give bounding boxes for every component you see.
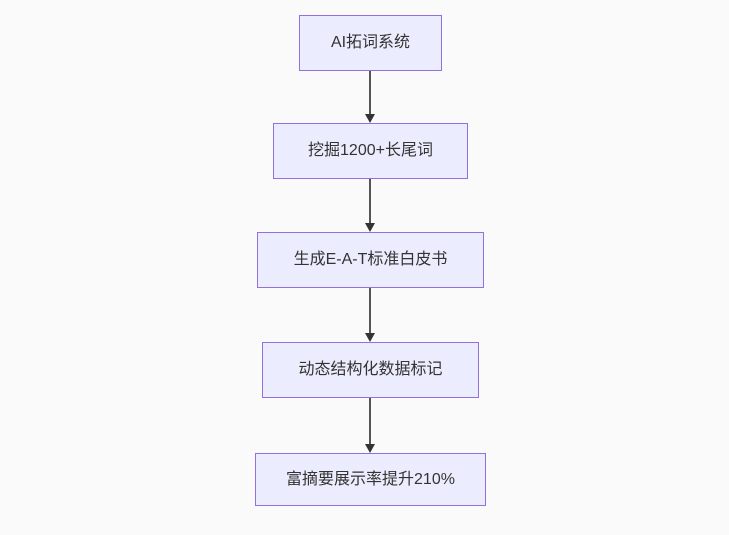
flow-edge-4 [365,398,375,453]
arrow-down-icon [365,114,375,123]
flow-node-label: 挖掘1200+长尾词 [308,142,433,160]
flow-edge-1 [365,71,375,123]
arrow-down-icon [365,223,375,232]
edge-line [369,398,371,445]
flow-node-label: 生成E-A-T标准白皮书 [293,251,448,269]
flow-edge-2 [365,179,375,232]
flow-node-eat-whitepaper: 生成E-A-T标准白皮书 [257,232,484,288]
flow-node-label: AI拓词系统 [330,34,411,52]
edge-line [369,179,371,224]
arrow-down-icon [365,444,375,453]
arrow-down-icon [365,333,375,342]
flow-node-ai-word-expansion: AI拓词系统 [299,15,442,71]
flow-node-rich-snippet-result: 富摘要展示率提升210% [255,453,486,506]
flow-node-longtail-mining: 挖掘1200+长尾词 [273,123,468,179]
edge-line [369,288,371,334]
flow-node-label: 富摘要展示率提升210% [286,470,455,488]
flow-node-structured-data: 动态结构化数据标记 [262,342,479,398]
edge-line [369,71,371,115]
flow-edge-3 [365,288,375,342]
flow-node-label: 动态结构化数据标记 [298,361,443,379]
